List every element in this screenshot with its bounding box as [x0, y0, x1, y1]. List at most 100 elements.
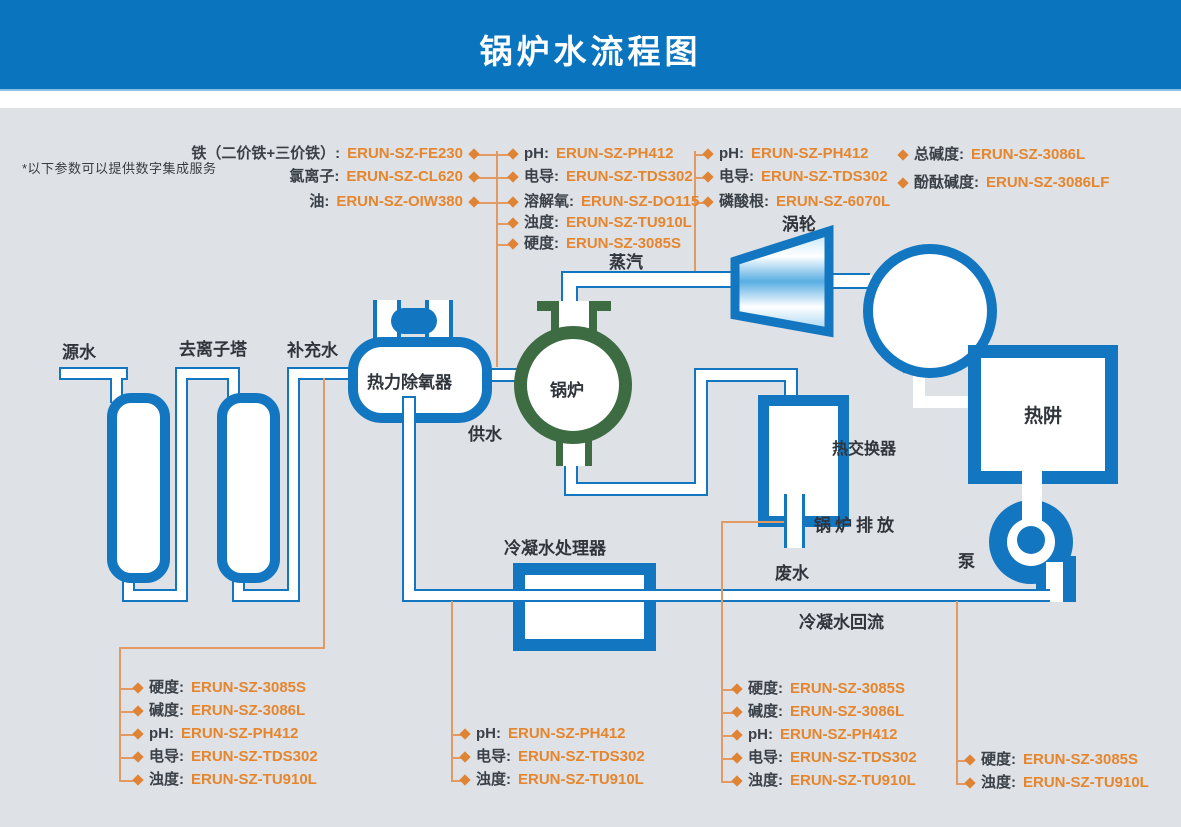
- label-di-tower: 去离子塔: [179, 340, 247, 359]
- di-tower-1: [107, 393, 170, 583]
- pipe-core: [822, 275, 872, 287]
- tick: [497, 177, 510, 179]
- pipe-to-heatsink: [913, 396, 973, 408]
- label-boiler: 锅炉: [550, 381, 584, 400]
- tick: [119, 757, 135, 759]
- sensor-row: 碱度:ERUN-SZ-3086L: [731, 702, 904, 722]
- diamond-icon: [731, 775, 743, 787]
- pump-hub: [1017, 526, 1045, 554]
- sensor-row: 碱度:ERUN-SZ-3086L: [132, 701, 305, 721]
- sensor-row: 浊度:ERUN-SZ-TU910L: [132, 770, 317, 790]
- tick: [721, 712, 736, 714]
- pipe-core: [464, 370, 522, 380]
- pipe-core: [177, 369, 238, 378]
- diamond-icon: [731, 752, 743, 764]
- sensor-row: 硬度:ERUN-SZ-3085S: [964, 750, 1138, 770]
- tick: [497, 244, 510, 246]
- tick: [721, 758, 736, 760]
- tick: [451, 734, 462, 736]
- diamond-icon: [964, 754, 976, 766]
- pipe-core: [234, 591, 298, 600]
- diamond-icon: [507, 217, 519, 229]
- footnote: *以下参数可以提供数字集成服务: [22, 161, 217, 176]
- pipe-core: [696, 370, 706, 494]
- condensate-processor-box: [513, 563, 656, 651]
- sensor-row: 硬度:ERUN-SZ-3085S: [731, 679, 905, 699]
- bus-makeup: [120, 647, 325, 649]
- bus-blowdown: [722, 521, 784, 523]
- di-tower-2: [217, 393, 280, 583]
- diamond-icon: [702, 196, 714, 208]
- label-condensate-processor: 冷凝水处理器: [504, 539, 606, 558]
- diamond-icon: [507, 196, 519, 208]
- label-boiler-blowdown: 锅炉排放: [814, 516, 898, 535]
- blowdown-drain-pipe: [784, 494, 805, 548]
- header-band: [0, 0, 1181, 89]
- diamond-icon: [731, 706, 743, 718]
- sensor-row: 电导:ERUN-SZ-TDS302: [702, 167, 888, 187]
- diamond-icon: [897, 149, 909, 161]
- tick: [694, 202, 705, 204]
- pipe-core: [566, 484, 706, 494]
- diamond-icon: [731, 729, 743, 741]
- pipe-core: [61, 369, 126, 378]
- label-condensate-return: 冷凝水回流: [799, 613, 884, 632]
- diamond-icon: [132, 705, 144, 717]
- turbine-shape: [730, 224, 834, 338]
- heat-sink-box: 热阱: [968, 345, 1118, 484]
- label-steam: 蒸汽: [609, 253, 643, 272]
- diamond-icon: [507, 238, 519, 250]
- sensor-row: 硬度:ERUN-SZ-3085S: [507, 234, 681, 254]
- diamond-icon: [507, 148, 519, 160]
- bus-condensate: [451, 601, 453, 782]
- diamond-icon: [897, 177, 909, 189]
- sensor-row: pH:ERUN-SZ-PH412: [132, 724, 299, 744]
- label-deaerator: 热力除氧器: [367, 373, 452, 392]
- diamond-icon: [459, 728, 471, 740]
- heat-sink-label: 热阱: [1023, 406, 1062, 427]
- tick: [119, 688, 135, 690]
- sensor-row: pH:ERUN-SZ-PH412: [459, 724, 626, 744]
- tick: [956, 760, 967, 762]
- label-pump: 泵: [958, 552, 975, 571]
- sensor-row: 硬度:ERUN-SZ-3085S: [132, 678, 306, 698]
- diamond-icon: [468, 171, 480, 183]
- tick: [694, 177, 705, 179]
- tick: [470, 154, 497, 156]
- header-white-stripe: [0, 91, 1181, 108]
- pipe-core: [177, 369, 186, 600]
- header-accent-line: [0, 89, 1181, 91]
- sensor-row: 总碱度:ERUN-SZ-3086L: [897, 145, 1085, 165]
- sensor-row: 溶解氧:ERUN-SZ-DO115: [507, 192, 699, 212]
- diamond-icon: [468, 148, 480, 160]
- sensor-row: 电导:ERUN-SZ-TDS302: [731, 748, 917, 768]
- pipe-core: [404, 591, 1054, 600]
- bus-return: [956, 601, 958, 785]
- diamond-icon: [459, 774, 471, 786]
- pipe-core: [229, 369, 238, 409]
- bus-boiler-water: [694, 151, 696, 271]
- label-makeup-water: 补充水: [287, 341, 338, 360]
- sensor-row: 氯离子:ERUN-SZ-CL620: [289, 167, 480, 187]
- sensor-row: 电导:ERUN-SZ-TDS302: [459, 747, 645, 767]
- pipe-core: [786, 370, 796, 402]
- sensor-row: pH:ERUN-SZ-PH412: [702, 144, 869, 164]
- pipe-core: [112, 369, 121, 409]
- diamond-icon: [132, 728, 144, 740]
- label-source-water: 源水: [62, 343, 96, 362]
- pipe-core: [404, 398, 414, 600]
- label-turbine: 涡轮: [782, 215, 816, 234]
- sensor-row: pH:ERUN-SZ-PH412: [507, 144, 674, 164]
- tick: [721, 781, 736, 783]
- sensor-row: 浊度:ERUN-SZ-TU910L: [731, 771, 916, 791]
- sensor-row: 电导:ERUN-SZ-TDS302: [132, 747, 318, 767]
- pump-inlet-pipe: [1022, 452, 1042, 540]
- tick: [119, 780, 135, 782]
- diamond-icon: [702, 148, 714, 160]
- tick: [721, 689, 736, 691]
- tick: [119, 711, 135, 713]
- tick: [470, 202, 497, 204]
- tick: [694, 154, 705, 156]
- sensor-row: 油:ERUN-SZ-OIW380: [309, 192, 480, 212]
- sensor-row: 浊度:ERUN-SZ-TU910L: [964, 773, 1149, 793]
